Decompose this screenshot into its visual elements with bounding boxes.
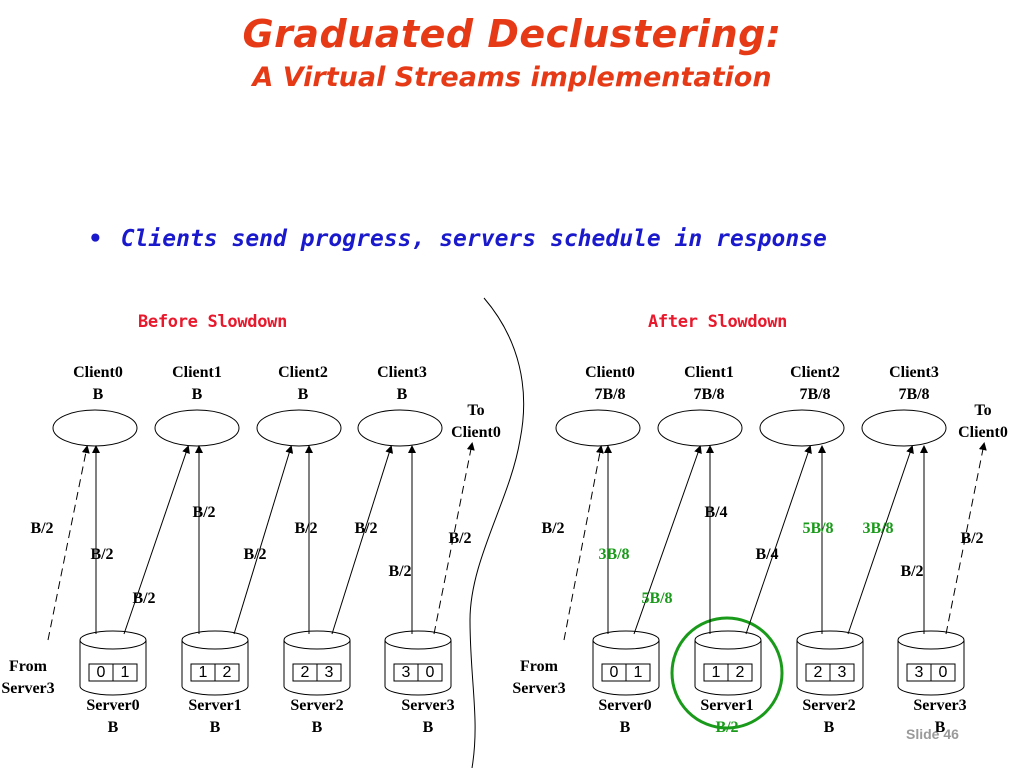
bullet-dot: • — [88, 226, 103, 252]
r-client0-node — [555, 409, 641, 447]
edge-label-to-out: B/2 — [448, 530, 472, 547]
r-server3-disk — [897, 630, 965, 696]
r-s0-block-b: 1 — [633, 664, 643, 681]
s2-block-a: 2 — [300, 664, 310, 681]
r-s2-block-b: 3 — [837, 664, 847, 681]
r-edge-label-s0-diag: 5B/8 — [641, 590, 673, 607]
r-edge-label-s2-diag: 3B/8 — [862, 520, 894, 537]
edge-label-s2-up: B/2 — [294, 520, 318, 537]
server0-disk — [79, 630, 147, 696]
right-s2-c3-arrow — [847, 445, 914, 635]
client0-node — [52, 409, 138, 447]
r-edge-label-s1-diag: B/4 — [755, 546, 779, 563]
left-s0-c1-arrow — [123, 445, 190, 635]
left-s2-c3-arrow — [331, 445, 394, 635]
r-edge-label-s1-up: B/4 — [704, 504, 728, 521]
r-client1-node — [657, 409, 743, 447]
s1-block-b: 2 — [222, 664, 232, 681]
panel-divider — [469, 297, 525, 768]
bullet-item: • Clients send progress, servers schedule… — [88, 226, 827, 252]
r-server0-disk — [592, 630, 660, 696]
r-s3-block-a: 3 — [914, 664, 924, 681]
server2-disk — [283, 630, 351, 696]
edge-label-s1-diag-upper: B/2 — [192, 504, 216, 521]
r-server1-disk — [694, 630, 762, 696]
r-edge-label-s3-up: B/2 — [900, 563, 924, 580]
after-slowdown-heading: After Slowdown — [648, 312, 788, 332]
s3-block-b: 0 — [425, 664, 435, 681]
before-slowdown-heading: Before Slowdown — [138, 312, 288, 332]
right-s0-c1-arrow — [633, 445, 702, 635]
s0-block-b: 1 — [120, 664, 130, 681]
r-s3-block-b: 0 — [938, 664, 948, 681]
r-edge-label-s0-up: 3B/8 — [598, 546, 630, 563]
r-s1-block-b: 2 — [735, 664, 745, 681]
slide-subtitle: A Virtual Streams implementation — [252, 62, 772, 93]
right-s1-c2-arrow — [745, 445, 812, 635]
r-s0-block-a: 0 — [609, 664, 619, 681]
left-s1-c2-arrow — [233, 445, 294, 635]
r-client3-node — [861, 409, 947, 447]
slide-number: Slide 46 — [906, 726, 959, 742]
client3-node — [357, 409, 443, 447]
s0-block-a: 0 — [96, 664, 106, 681]
s1-block-a: 1 — [198, 664, 208, 681]
client2-node — [256, 409, 342, 447]
r-client2-node — [759, 409, 845, 447]
client1-node — [154, 409, 240, 447]
edge-label-s2-diag: B/2 — [354, 520, 378, 537]
edge-label-from-in: B/2 — [30, 520, 54, 537]
left-from-server3-arrow — [47, 445, 90, 641]
s3-block-a: 3 — [401, 664, 411, 681]
bullet-text: Clients send progress, servers schedule … — [120, 226, 827, 252]
left-s3-to-client0-arrow — [433, 442, 475, 635]
right-from-server3-arrow — [563, 445, 604, 641]
s2-block-b: 3 — [324, 664, 334, 681]
r-edge-label-s2-up: 5B/8 — [802, 520, 834, 537]
slide-title: Graduated Declustering: — [242, 12, 782, 56]
edge-label-s1-up: B/2 — [243, 546, 267, 563]
r-edge-label-from-in: B/2 — [541, 520, 565, 537]
edge-label-s0-up: B/2 — [90, 546, 114, 563]
r-server1-rate: B/2 — [715, 719, 739, 736]
server1-disk — [181, 630, 249, 696]
edge-label-s0-diag: B/2 — [132, 590, 156, 607]
edge-label-s3-up: B/2 — [388, 563, 412, 580]
server3-disk — [384, 630, 452, 696]
r-server2-disk — [796, 630, 864, 696]
r-s1-block-a: 1 — [711, 664, 721, 681]
r-s2-block-a: 2 — [813, 664, 823, 681]
right-s3-to-client0-arrow — [945, 442, 987, 635]
r-edge-label-to-out: B/2 — [960, 530, 984, 547]
slow-server-highlight — [670, 616, 784, 730]
